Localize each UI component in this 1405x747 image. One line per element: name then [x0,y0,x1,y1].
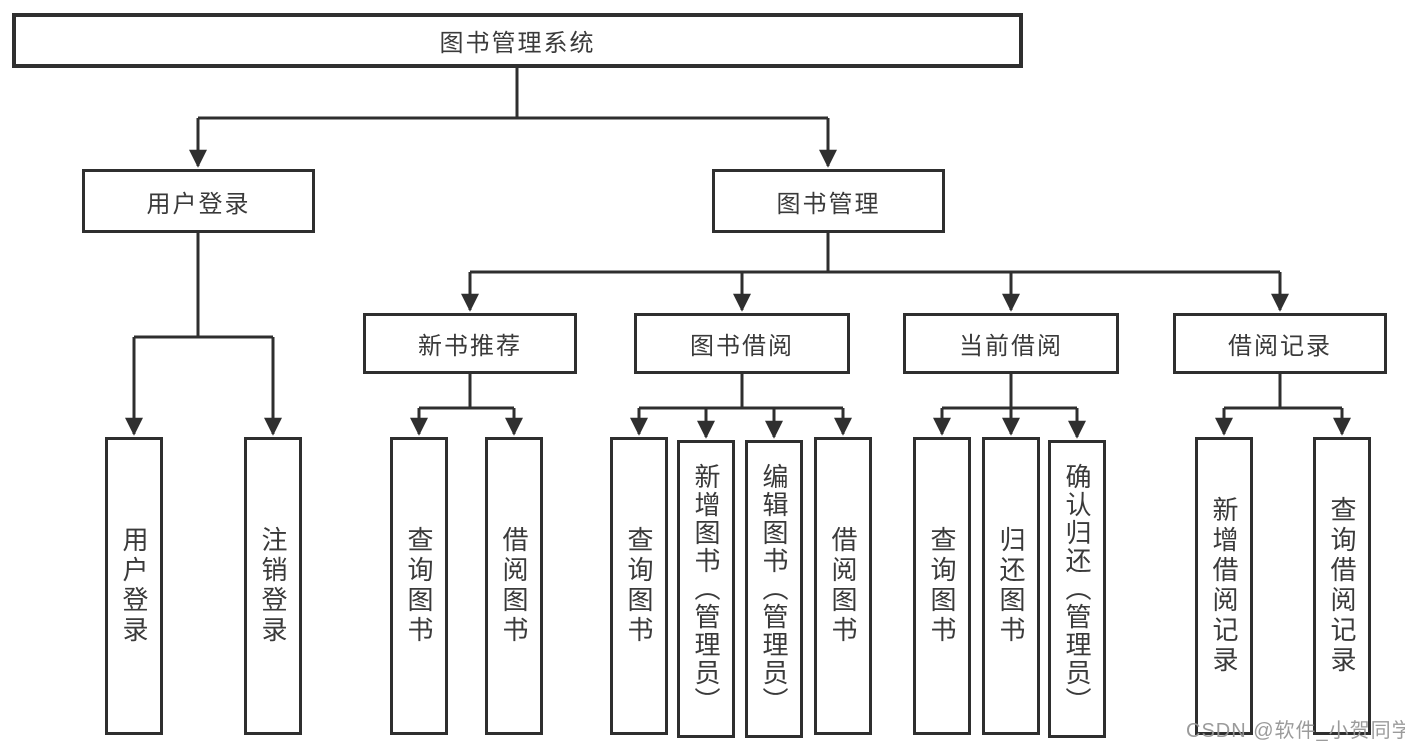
leaf-current-query-books-label: 查询图书 [927,526,957,646]
node-root-book-management-system: 图书管理系统 [12,13,1023,68]
leaf-confirm-return-admin-label: 确认归还（管理员） [1062,463,1092,715]
leaf-current-query-books: 查询图书 [913,437,971,735]
node-new-book-recommend: 新书推荐 [363,313,577,374]
leaf-recommend-borrow-books-label: 借阅图书 [499,526,529,646]
leaf-confirm-return-admin: 确认归还（管理员） [1048,440,1106,738]
node-book-management-label: 图书管理 [776,190,881,218]
leaf-logout-label: 注销登录 [258,526,288,646]
node-user-login-label: 用户登录 [146,190,251,218]
leaf-return-books-label: 归还图书 [996,526,1026,646]
node-book-borrow: 图书借阅 [634,313,850,374]
node-borrow-records-label: 借阅记录 [1228,333,1332,360]
leaf-borrow-query-books: 查询图书 [610,437,668,735]
leaf-user-login-label: 用户登录 [119,526,149,646]
node-current-borrow: 当前借阅 [903,313,1119,374]
leaf-user-login: 用户登录 [105,437,163,735]
leaf-borrow-borrow-books-label: 借阅图书 [828,526,858,646]
leaf-logout: 注销登录 [244,437,302,735]
leaf-recommend-borrow-books: 借阅图书 [485,437,543,735]
node-current-borrow-label: 当前借阅 [959,333,1063,360]
leaf-add-borrow-record-label: 新增借阅记录 [1209,496,1239,676]
leaf-return-books: 归还图书 [982,437,1040,735]
leaf-borrow-query-books-label: 查询图书 [624,526,654,646]
leaf-edit-books-admin: 编辑图书（管理员） [745,440,803,738]
node-borrow-records: 借阅记录 [1173,313,1387,374]
csdn-watermark: CSDN @软件_小贺同学 [1186,720,1405,742]
node-new-book-recommend-label: 新书推荐 [418,333,522,360]
node-user-login: 用户登录 [82,169,315,233]
leaf-edit-books-admin-label: 编辑图书（管理员） [759,463,789,715]
leaf-borrow-borrow-books: 借阅图书 [814,437,872,735]
leaf-recommend-query-books: 查询图书 [390,437,448,735]
leaf-add-books-admin: 新增图书（管理员） [677,440,735,738]
leaf-query-borrow-record: 查询借阅记录 [1313,437,1371,735]
leaf-query-borrow-record-label: 查询借阅记录 [1327,496,1357,676]
leaf-recommend-query-books-label: 查询图书 [404,526,434,646]
leaf-add-borrow-record: 新增借阅记录 [1195,437,1253,735]
node-book-borrow-label: 图书借阅 [690,333,794,360]
node-book-management: 图书管理 [712,169,945,233]
leaf-add-books-admin-label: 新增图书（管理员） [691,463,721,715]
node-root-label: 图书管理系统 [439,30,596,57]
